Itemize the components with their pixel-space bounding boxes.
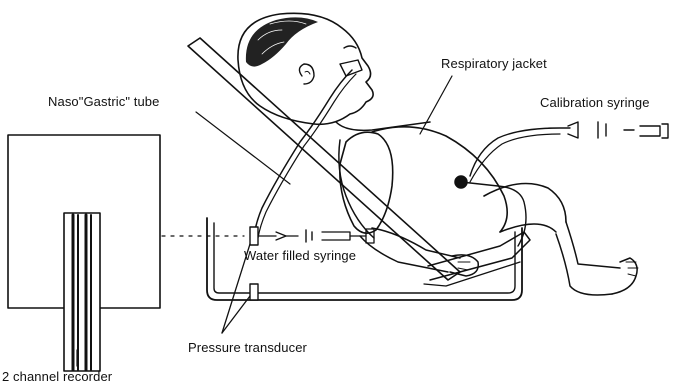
- channel-recorder-label: 2 channel recorder: [2, 370, 112, 383]
- pressure-transducer: [222, 227, 258, 333]
- water-filled-syringe-label: Water filled syringe: [244, 249, 356, 262]
- water-filled-syringe: [258, 229, 374, 243]
- channel-recorder: [8, 135, 160, 371]
- pressure-transducer-label: Pressure transducer: [188, 341, 307, 354]
- calibration-syringe: [568, 122, 668, 138]
- naso-gastric-tube-label: Naso"Gastric" tube: [48, 95, 159, 108]
- infant-chair: [188, 38, 530, 300]
- naso-gastric-tube: [254, 70, 356, 238]
- jacket-tube: [461, 128, 570, 246]
- calibration-syringe-label: Calibration syringe: [540, 96, 650, 109]
- respiratory-jacket-label: Respiratory jacket: [441, 57, 547, 70]
